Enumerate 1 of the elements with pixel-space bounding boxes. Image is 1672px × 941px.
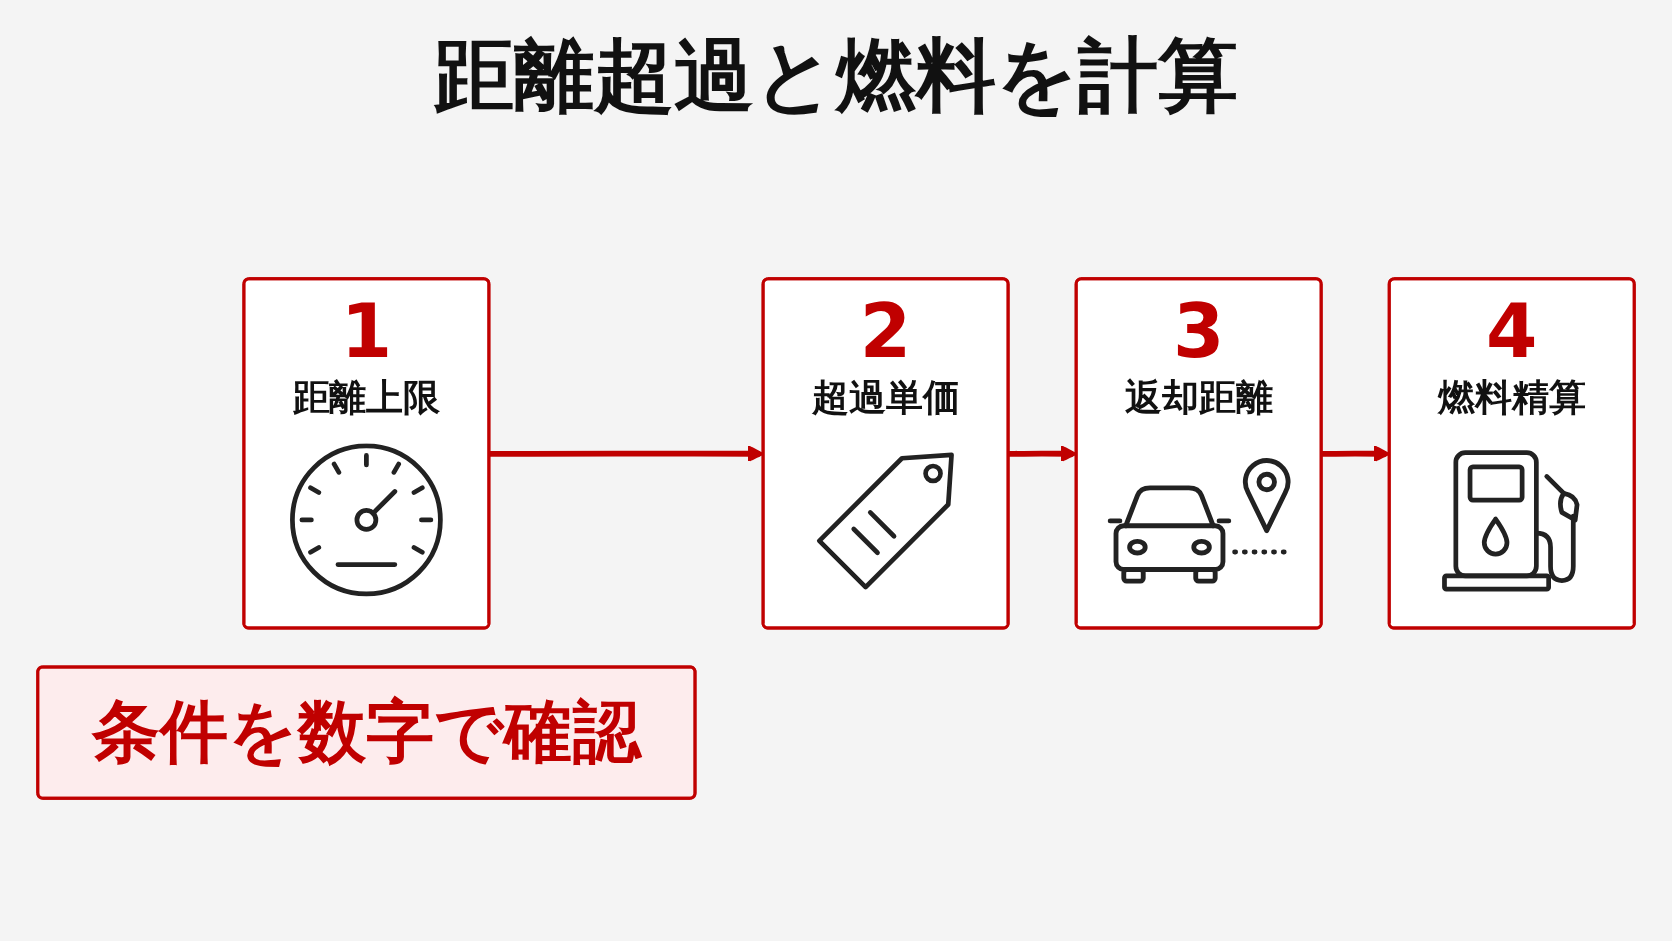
- title: 距離超過と燃料を計算: [434, 30, 1238, 122]
